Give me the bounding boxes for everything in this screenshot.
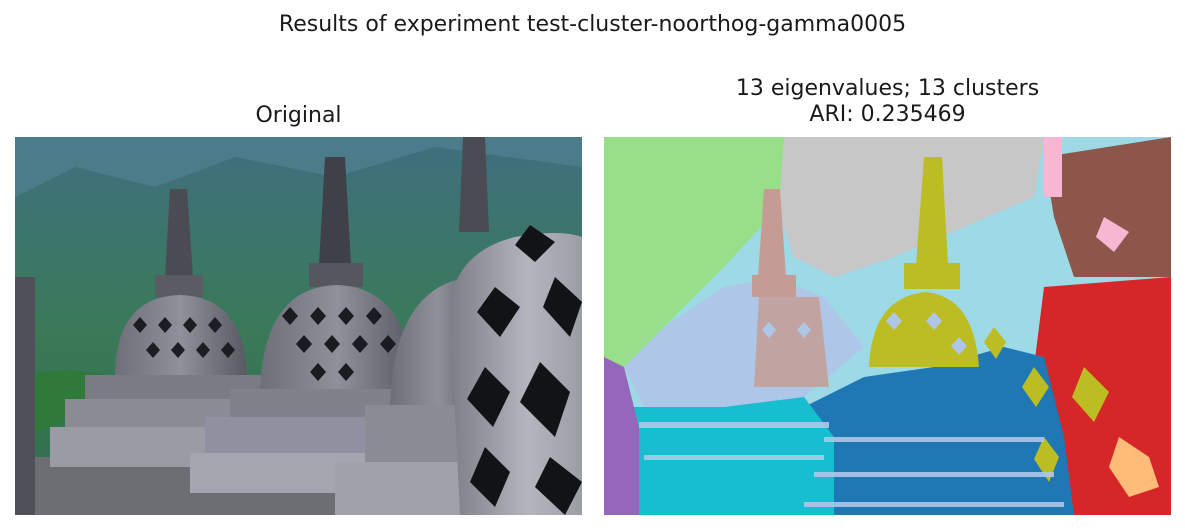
- clustering-panel-title: 13 eigenvalues; 13 clusters ARI: 0.23546…: [604, 76, 1171, 128]
- original-photo: [15, 137, 582, 515]
- original-image-panel: [15, 137, 582, 515]
- cluster-region-peach: [1109, 437, 1159, 497]
- cluster-region-light-gray: [754, 137, 1044, 277]
- original-panel-title: Original: [255, 103, 342, 128]
- cluster-speckle-strips: [639, 422, 1064, 507]
- clustering-result-panel: [604, 137, 1171, 515]
- cluster-region-olive: [869, 157, 1109, 482]
- cluster-region-green: [604, 137, 784, 367]
- figure-suptitle: Results of experiment test-cluster-noort…: [278, 12, 907, 37]
- cluster-region-brown: [1044, 137, 1171, 277]
- stupa-foreground: [450, 225, 582, 515]
- cluster-region-purple: [604, 357, 639, 515]
- cluster-region-salmon: [752, 189, 829, 387]
- ari-score-label: ARI: 0.235469: [809, 102, 966, 127]
- cluster-diamond-holes: [727, 312, 967, 355]
- clustering-summary-label: 13 eigenvalues; 13 clusters: [735, 76, 1040, 101]
- cluster-segmentation-map: [604, 137, 1171, 515]
- left-pillar: [15, 277, 35, 515]
